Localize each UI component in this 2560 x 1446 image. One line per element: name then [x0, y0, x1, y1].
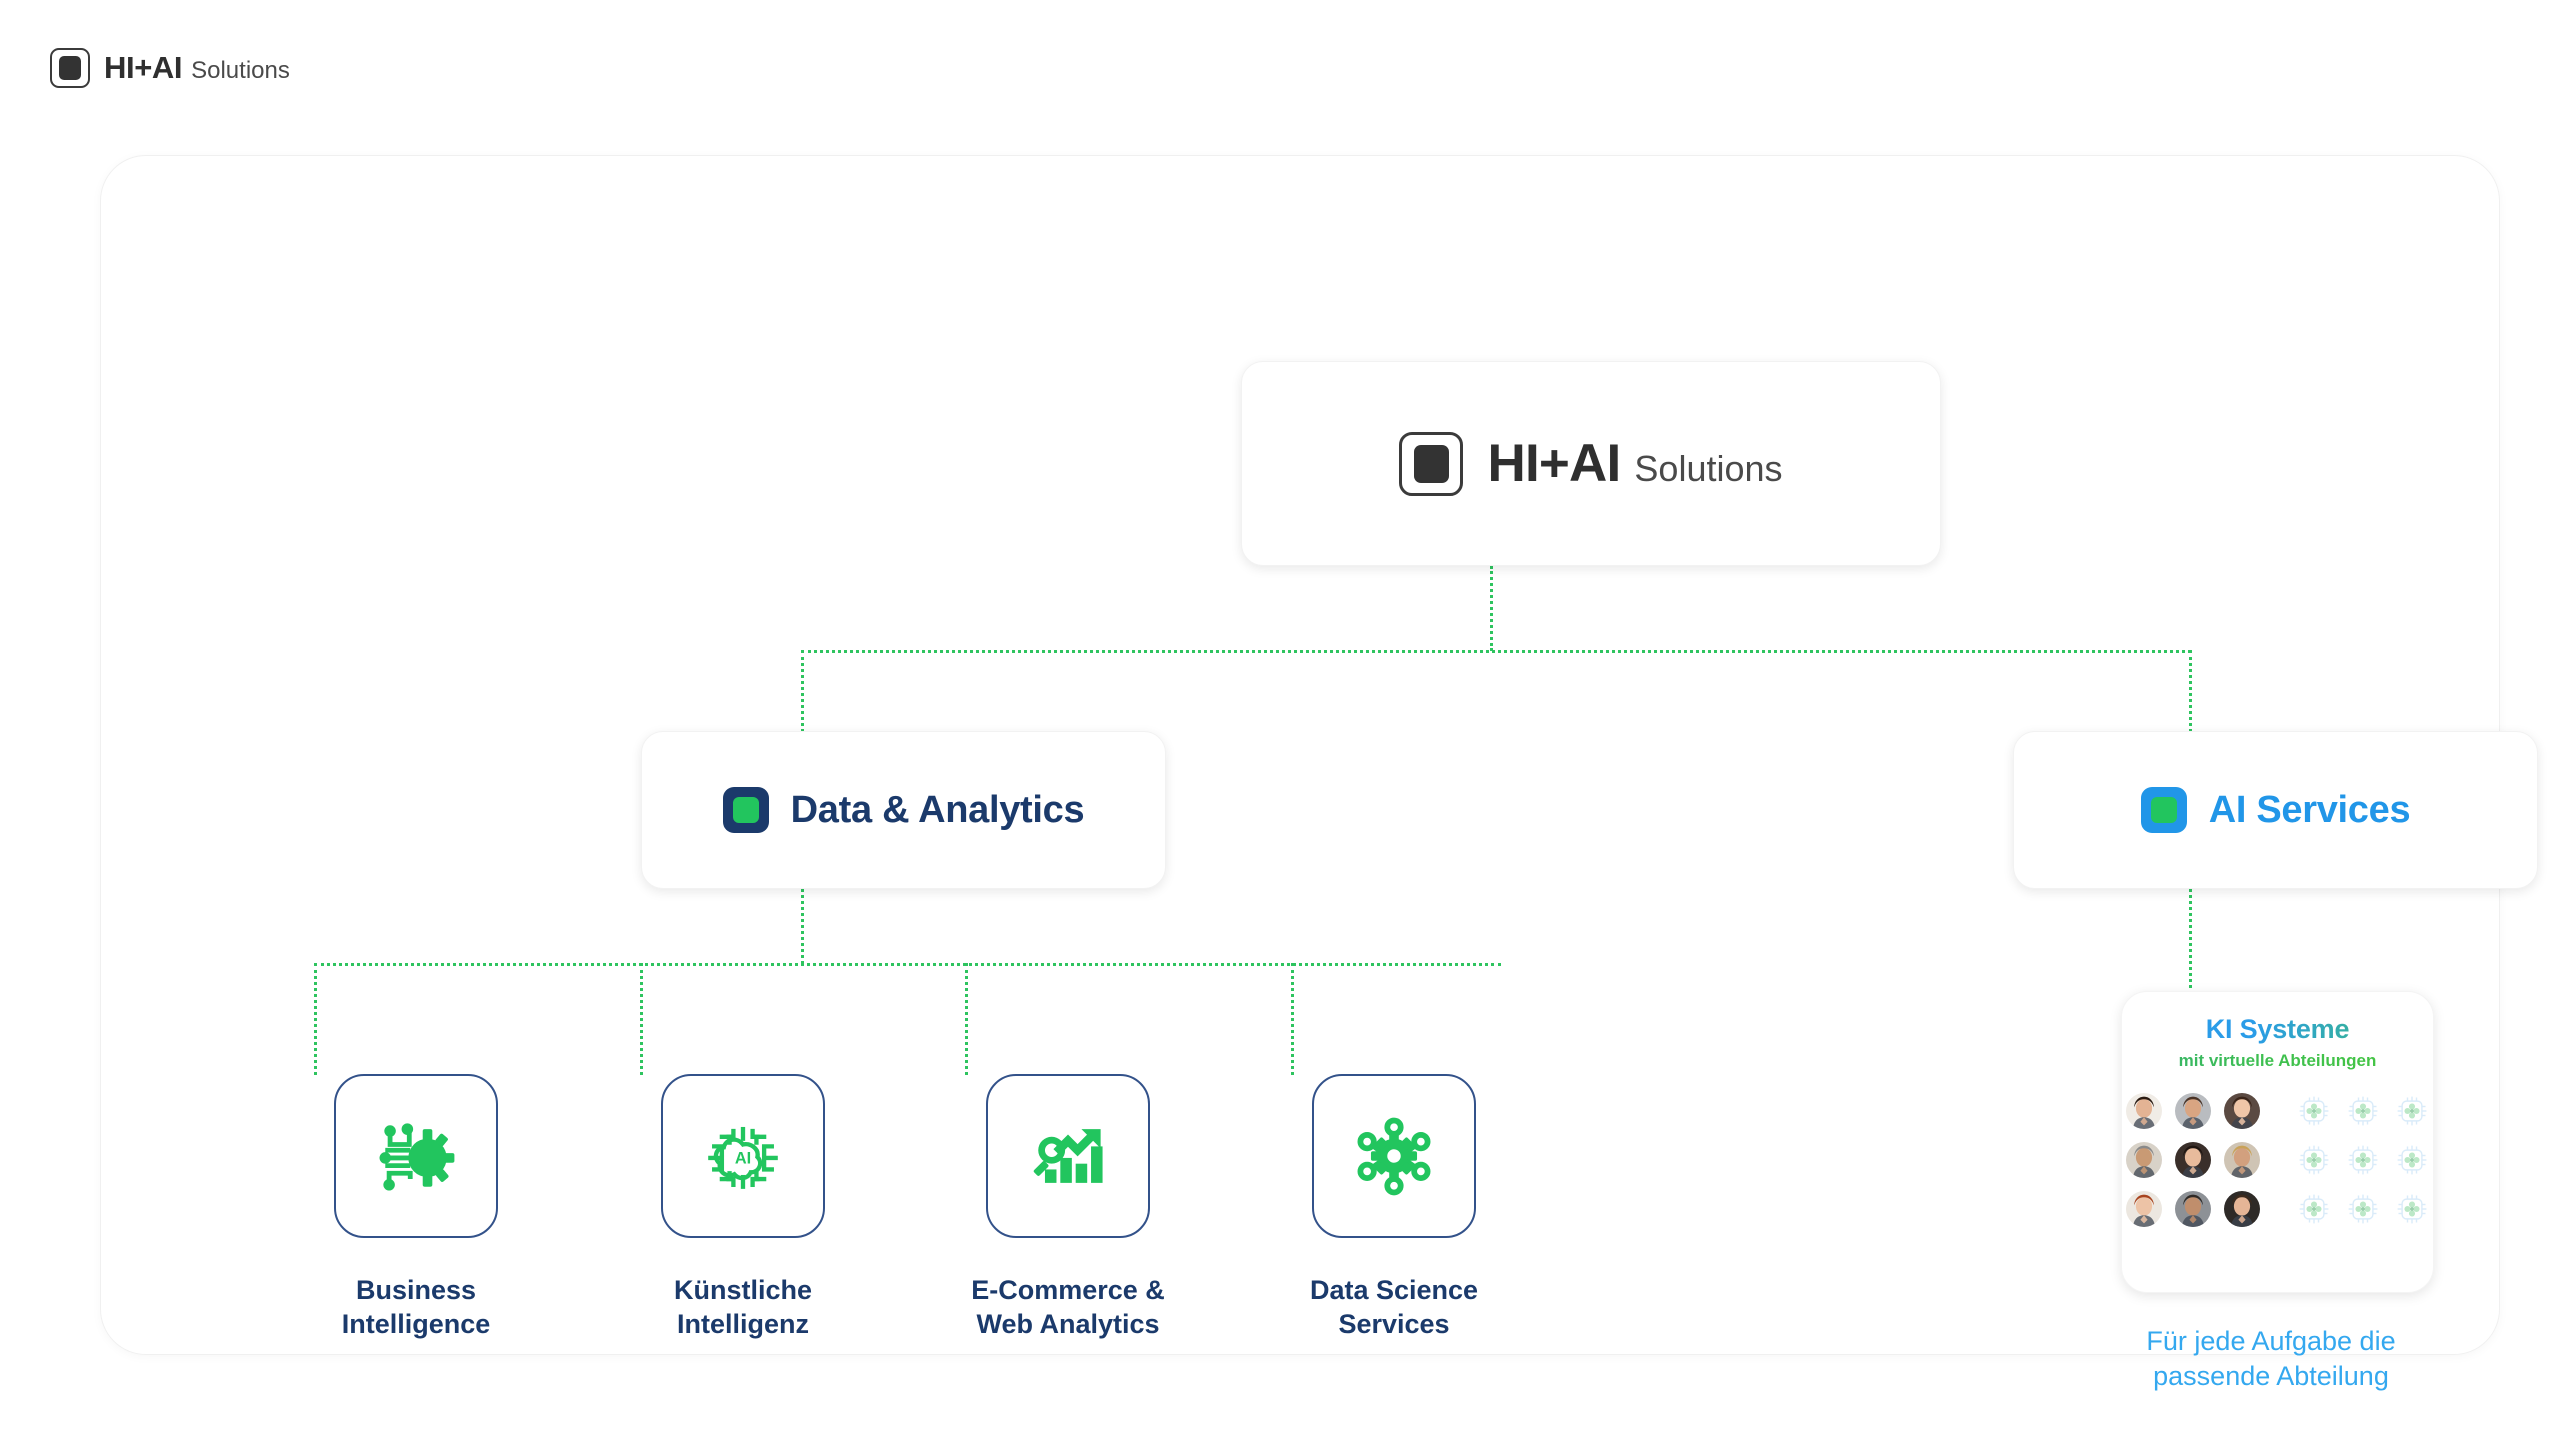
avatar: [2223, 1142, 2260, 1178]
svg-text:AI: AI: [735, 1150, 751, 1168]
gear-network-nodes-icon: [1357, 1117, 1431, 1196]
avatar-grid: [2125, 1093, 2260, 1227]
ai-chip-icon: [2394, 1142, 2430, 1178]
connector-to-data-analytics: [801, 650, 804, 732]
connector-root-stem: [1490, 566, 1493, 651]
connector-to-kuenstliche-intelligenz: [640, 963, 643, 1075]
avatar: [2125, 1093, 2162, 1129]
connector-to-data-science-services: [1291, 963, 1294, 1075]
ai-chip-icon: [2345, 1191, 2381, 1227]
ai-chip-icon: [2394, 1093, 2430, 1129]
data-science-services-icon-box: [1312, 1074, 1476, 1238]
connector-to-business-intelligence: [314, 963, 317, 1075]
avatar: [2174, 1142, 2211, 1178]
node-ai-services[interactable]: AI Services: [2013, 731, 2538, 889]
connector-ai-services-stem: [2189, 889, 2192, 994]
diagram-panel: HI+AI Solutions Data & Analytics AI Serv…: [100, 155, 2538, 1391]
square-logo-icon: [1399, 431, 1464, 496]
ki-systeme-title: KI Systeme: [2122, 1014, 2433, 1045]
ecommerce-web-analytics-icon-box: [986, 1074, 1150, 1238]
brand-name: HI+AI: [104, 50, 183, 85]
brand-text: HI+AI Solutions: [104, 50, 290, 86]
node-kuenstliche-intelligenz[interactable]: AI Künstliche Intelligenz: [628, 1074, 858, 1342]
ecommerce-web-analytics-label: E-Commerce & Web Analytics: [971, 1275, 1165, 1339]
node-data-analytics[interactable]: Data & Analytics: [641, 731, 1166, 889]
root-node-suffix: Solutions: [1634, 448, 1783, 489]
avatar: [2125, 1142, 2162, 1178]
green-square-icon: [2140, 787, 2187, 833]
node-data-science-services[interactable]: Data Science Services: [1279, 1074, 1509, 1342]
ai-brain-chip-icon: AI: [708, 1126, 778, 1189]
ai-services-label: AI Services: [2208, 788, 2411, 831]
magnifier-bar-chart-growth-icon: [1033, 1129, 1103, 1183]
brand-suffix: Solutions: [191, 57, 290, 84]
avatar: [2125, 1191, 2162, 1227]
ai-chip-icon: [2345, 1093, 2381, 1129]
app-brand-bar: HI+AI Solutions: [50, 48, 290, 88]
ki-systeme-grids: [2122, 1093, 2433, 1227]
square-logo-icon: [50, 48, 90, 88]
connector-to-ecommerce-web-analytics: [965, 963, 968, 1075]
root-node-name: HI+AI: [1487, 434, 1621, 493]
ki-systeme-caption: Für jede Aufgabe die passende Abteilung: [2146, 1326, 2396, 1392]
node-ecommerce-web-analytics[interactable]: E-Commerce & Web Analytics: [953, 1074, 1183, 1342]
ai-chip-grid: [2296, 1093, 2430, 1227]
avatar: [2223, 1191, 2260, 1227]
connector-data-analytics-stem: [801, 889, 804, 964]
data-analytics-label: Data & Analytics: [790, 788, 1085, 831]
node-ki-systeme-panel[interactable]: KI Systeme mit virtuelle Abteilungen: [2121, 991, 2434, 1293]
ai-chip-icon: [2296, 1191, 2332, 1227]
node-business-intelligence[interactable]: Business Intelligence: [301, 1074, 531, 1342]
data-science-services-label: Data Science Services: [1309, 1275, 1479, 1339]
node-root-hiai-solutions[interactable]: HI+AI Solutions: [1241, 361, 1941, 566]
gear-circuit-icon: [379, 1123, 455, 1191]
ai-chip-icon: [2296, 1142, 2332, 1178]
ai-chip-icon: [2394, 1191, 2430, 1227]
ai-chip-icon: [2296, 1093, 2332, 1129]
green-square-icon: [722, 787, 769, 833]
connector-to-ai-services: [2189, 650, 2192, 732]
connector-root-bus: [801, 650, 2191, 653]
avatar: [2174, 1093, 2211, 1129]
kuenstliche-intelligenz-label: Künstliche Intelligenz: [673, 1275, 813, 1339]
connector-leaf-bus: [314, 963, 1501, 966]
kuenstliche-intelligenz-icon-box: AI: [661, 1074, 825, 1238]
avatar: [2174, 1191, 2211, 1227]
ai-chip-icon: [2345, 1142, 2381, 1178]
business-intelligence-icon-box: [334, 1074, 498, 1238]
ki-systeme-subtitle: mit virtuelle Abteilungen: [2122, 1051, 2433, 1071]
avatar: [2223, 1093, 2260, 1129]
business-intelligence-label: Business Intelligence: [341, 1275, 491, 1339]
